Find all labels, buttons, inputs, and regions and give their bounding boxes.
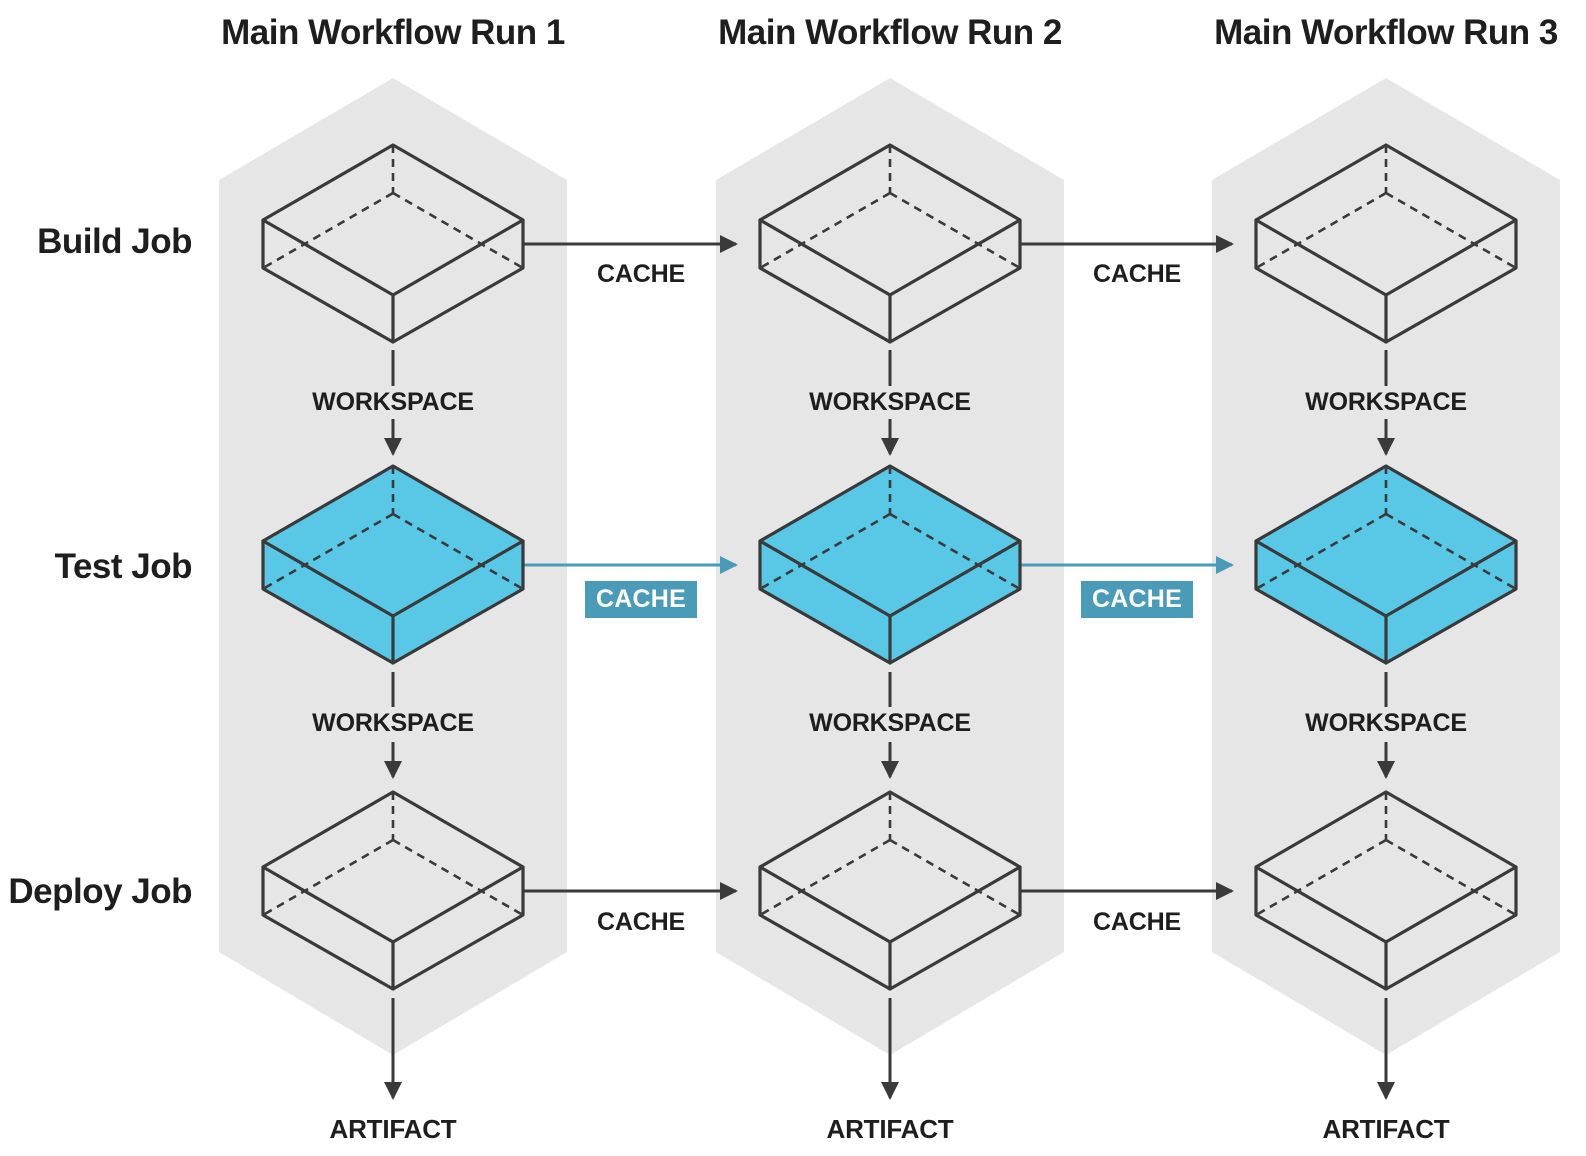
cache-label: CACHE [597,908,685,936]
artifact-label: ARTIFACT [826,1114,954,1144]
cache-label: CACHE [1093,260,1181,288]
row-label-build-job: Build Job [37,222,192,261]
workspace-label: WORKSPACE [1305,388,1467,416]
cache-arrows-plain [523,235,1234,900]
cache-badge: CACHE [1081,581,1193,618]
artifact-label: ARTIFACT [329,1114,457,1144]
column-title-run-1: Main Workflow Run 1 [221,13,565,52]
cache-label: CACHE [1093,908,1181,936]
workspace-label: WORKSPACE [1305,709,1467,737]
workspace-label: WORKSPACE [312,388,474,416]
vertical-arrows [384,350,1395,1100]
workspace-label: WORKSPACE [809,388,971,416]
workspace-label: WORKSPACE [809,709,971,737]
row-label-deploy-job: Deploy Job [8,872,192,911]
row-label-test-job: Test Job [54,547,193,586]
workspace-label: WORKSPACE [312,709,474,737]
cache-label: CACHE [597,260,685,288]
column-title-run-3: Main Workflow Run 3 [1214,13,1558,52]
column-title-run-2: Main Workflow Run 2 [718,13,1062,52]
cache-badge: CACHE [585,581,697,618]
artifact-label: ARTIFACT [1322,1114,1450,1144]
